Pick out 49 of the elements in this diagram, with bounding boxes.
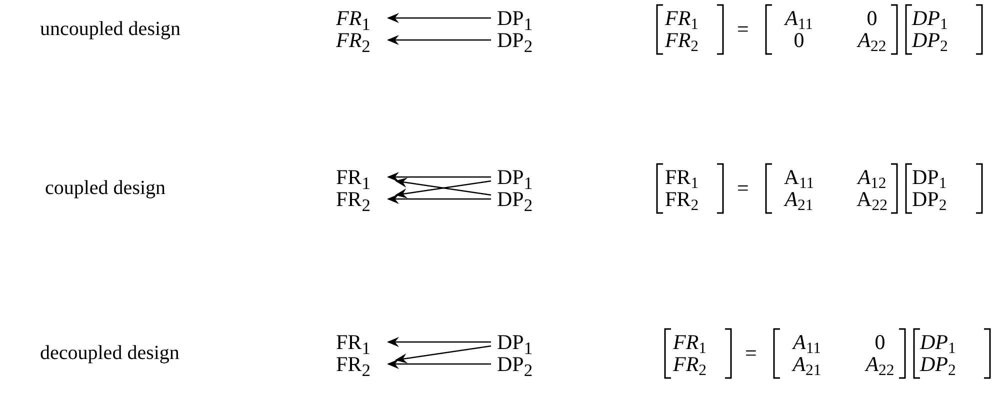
arrow — [387, 194, 491, 204]
matrix-entry: A$_{22}$ — [864, 353, 896, 375]
matrix-entry: 0 — [866, 7, 878, 29]
matrix-entry: A$_{21}$ — [782, 188, 814, 210]
vector-entry: FR$_{1}$ — [673, 331, 707, 353]
equals-sign: = — [737, 18, 749, 40]
arrow — [387, 359, 491, 369]
arrow — [395, 345, 492, 364]
arrow — [387, 13, 491, 23]
design-parameter-label: DP$_{1}$ — [497, 331, 545, 353]
functional-requirement-label: FR$_{2}$ — [336, 353, 386, 375]
equals-sign: = — [745, 342, 757, 364]
row-name: coupled design — [45, 177, 166, 199]
vector-entry: FR$_{2}$ — [665, 188, 699, 210]
vector-entry: DP$_{2}$ — [912, 188, 947, 210]
row-name: uncoupled design — [40, 18, 181, 40]
arrow — [387, 35, 491, 45]
matrix-entry: A$_{11}$ — [782, 166, 816, 188]
vector-entry: FR$_{2}$ — [665, 29, 699, 51]
design-parameter-label: DP$_{2}$ — [497, 353, 545, 375]
matrix-entry: A$_{21}$ — [790, 353, 822, 375]
design-parameter-label: DP$_{1}$ — [497, 166, 545, 188]
functional-requirement-label: FR$_{2}$ — [336, 29, 386, 51]
matrix-entry: A$_{22}$ — [856, 29, 888, 51]
vector-entry: DP$_{2}$ — [920, 353, 956, 375]
vector-entry: DP$_{1}$ — [912, 166, 947, 188]
matrix-entry: A$_{11}$ — [790, 331, 822, 353]
matrix-entry: A$_{12}$ — [856, 166, 888, 188]
vector-entry: FR$_{2}$ — [673, 353, 707, 375]
matrix-entry: A$_{22}$ — [856, 188, 888, 210]
functional-requirement-label: FR$_{1}$ — [336, 7, 386, 29]
matrix-entry: 0 — [792, 29, 804, 51]
vector-entry: DP$_{1}$ — [920, 331, 956, 353]
vector-entry: FR$_{1}$ — [665, 166, 699, 188]
row-name: decoupled design — [40, 342, 180, 364]
equals-sign: = — [737, 177, 749, 199]
design-parameter-label: DP$_{1}$ — [497, 7, 545, 29]
vector-entry: FR$_{1}$ — [665, 7, 699, 29]
functional-requirement-label: FR$_{1}$ — [336, 331, 386, 353]
vector-entry: DP$_{1}$ — [912, 7, 948, 29]
arrow — [387, 337, 491, 347]
matrix-entry: 0 — [874, 331, 886, 353]
matrix-entry: A$_{11}$ — [782, 7, 814, 29]
vector-entry: DP$_{2}$ — [912, 29, 948, 51]
functional-requirement-label: FR$_{1}$ — [336, 166, 386, 188]
design-parameter-label: DP$_{2}$ — [497, 29, 545, 51]
design-parameter-label: DP$_{2}$ — [497, 188, 545, 210]
functional-requirement-label: FR$_{2}$ — [336, 188, 386, 210]
arrow — [387, 172, 491, 182]
